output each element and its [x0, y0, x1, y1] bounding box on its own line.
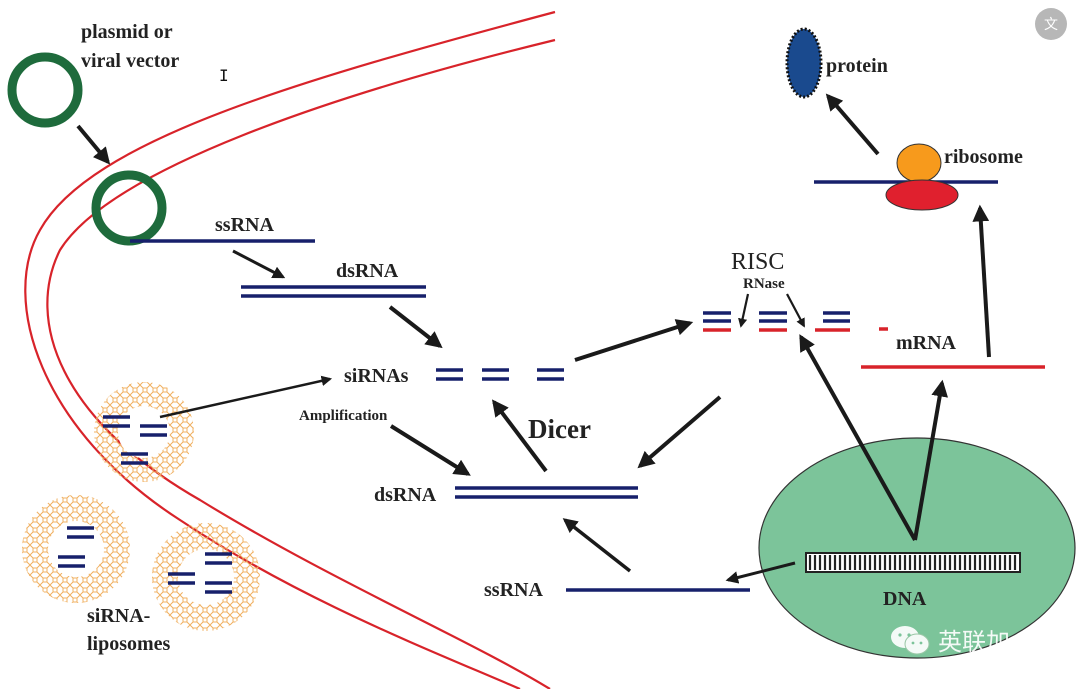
- label-ssrna-bottom: ssRNA: [484, 579, 543, 601]
- liposome-2: [22, 495, 130, 603]
- arrow-sirnas-to-risc: [574, 319, 694, 362]
- arrow-mrna-to-ribosome: [972, 204, 991, 358]
- ribosome-large-subunit: [896, 143, 942, 183]
- label-sirnas: siRNAs: [344, 365, 409, 387]
- translate-icon: 文: [1044, 17, 1058, 33]
- label-liposomes-line1: siRNA-: [87, 605, 150, 627]
- dsrna-mid-strands: [455, 486, 638, 499]
- vector-ring-inside: [91, 170, 167, 246]
- arrow-dna-to-mrna: [913, 379, 949, 541]
- arrow-rnase-right: [786, 293, 805, 328]
- sirna-duplexes: [436, 368, 564, 381]
- label-dna: DNA: [883, 588, 927, 610]
- text-cursor-icon: I: [219, 66, 229, 85]
- watermark: 英联加一: [888, 622, 1034, 657]
- ribosome-small-subunit: [885, 179, 959, 211]
- label-vector-line1: plasmid or: [81, 21, 173, 43]
- risc-duplexes: [703, 311, 888, 332]
- arrow-ssrna-to-dsrna: [232, 249, 286, 279]
- liposome-3: [152, 523, 260, 631]
- arrow-rnase-left: [738, 293, 750, 328]
- arrow-vector-entry: [76, 124, 111, 165]
- label-dsrna-top: dsRNA: [336, 260, 399, 282]
- watermark-text: 英联加一: [938, 628, 1034, 656]
- wechat-icon: [891, 625, 930, 654]
- label-ribosome: ribosome: [944, 146, 1023, 168]
- label-rnase: RNase: [743, 276, 785, 292]
- label-vector-line2: viral vector: [81, 50, 179, 72]
- arrow-ssrna-to-dsrna-mid: [562, 518, 632, 573]
- arrow-dna-to-risc: [799, 334, 917, 541]
- label-dicer: Dicer: [528, 414, 591, 444]
- arrow-ribosome-to-protein: [825, 93, 880, 156]
- label-dsrna-mid: dsRNA: [374, 484, 437, 506]
- liposome-1: [94, 382, 194, 482]
- dna-ladder: [805, 552, 1021, 573]
- label-mrna: mRNA: [896, 332, 957, 354]
- label-ssrna-top: ssRNA: [215, 214, 274, 236]
- dsrna-top-strands: [241, 285, 426, 298]
- nucleus: [758, 437, 1076, 659]
- vector-ring-outside: [7, 52, 83, 128]
- cell-membrane: [24, 10, 556, 691]
- label-protein: protein: [826, 55, 888, 77]
- label-risc: RISC: [731, 249, 784, 275]
- label-amplification: Amplification: [299, 408, 388, 424]
- arrow-risc-to-dsrna: [637, 395, 722, 469]
- label-liposomes-line2: liposomes: [87, 633, 171, 655]
- arrow-amplification-to-dsrna: [389, 424, 471, 476]
- translate-button[interactable]: 文: [1035, 8, 1067, 40]
- arrow-dsrna-to-sirnas-dicer: [491, 399, 548, 473]
- arrow-dna-to-ssrna: [725, 561, 796, 584]
- arrow-liposome-to-sirnas: [159, 375, 333, 419]
- protein-shape: [785, 27, 823, 99]
- arrow-dsrna-to-sirnas: [388, 305, 443, 349]
